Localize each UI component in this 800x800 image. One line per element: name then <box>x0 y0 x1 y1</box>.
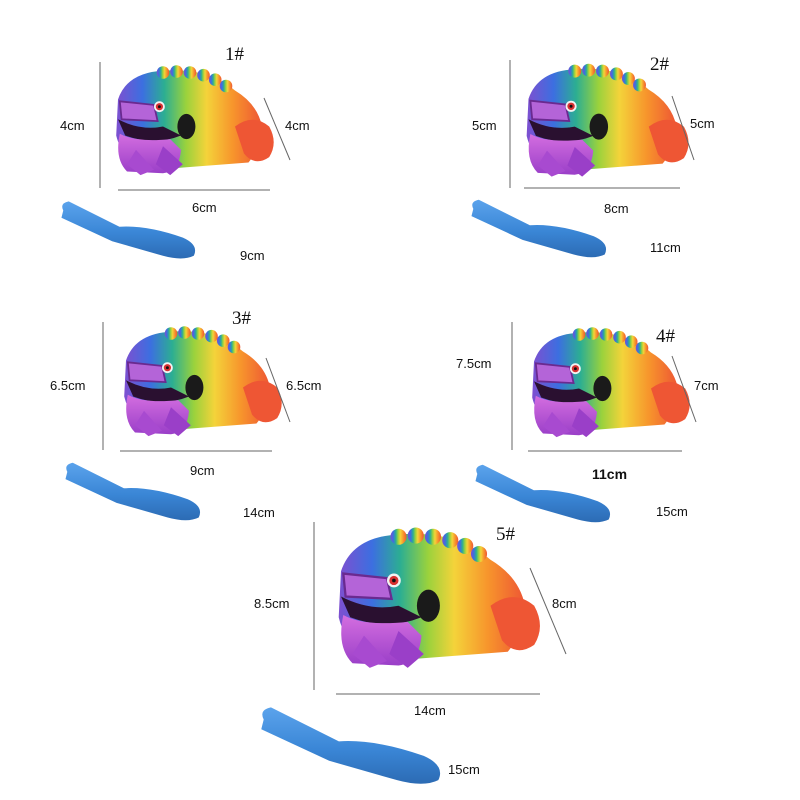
frog-image-1 <box>100 52 280 192</box>
stick-length-label-3: 14cm <box>243 505 275 520</box>
length-dimension-line-3 <box>120 450 272 452</box>
depth-label-3: 6.5cm <box>286 378 322 393</box>
frog-image-3 <box>108 312 288 454</box>
stick-length-label-1: 9cm <box>240 248 265 263</box>
length-dimension-line-1 <box>118 189 270 191</box>
height-label-2: 5cm <box>472 118 497 133</box>
length-dimension-line-5 <box>336 693 540 695</box>
length-label-5: 14cm <box>414 703 446 718</box>
length-label-1: 6cm <box>192 200 217 215</box>
length-dimension-line-4 <box>528 450 682 452</box>
depth-dimension-line-3 <box>265 357 291 423</box>
height-dimension-line-5 <box>313 522 315 690</box>
height-dimension-line-2 <box>509 60 511 188</box>
length-label-4: 11cm <box>592 466 628 482</box>
length-label-2: 8cm <box>604 201 629 216</box>
height-label-4: 7.5cm <box>456 356 492 371</box>
mallet-stick-2 <box>466 190 612 266</box>
size-number-5: 5# <box>496 524 515 545</box>
size-number-3: 3# <box>232 308 251 329</box>
depth-dimension-line-4 <box>671 355 697 423</box>
depth-dimension-line-5 <box>529 567 567 655</box>
mallet-stick-3 <box>60 452 206 530</box>
size-number-1: 1# <box>225 44 244 65</box>
depth-dimension-line-2 <box>671 95 695 161</box>
depth-label-5: 8cm <box>552 596 577 611</box>
size-number-4: 4# <box>656 326 675 347</box>
depth-label-4: 7cm <box>694 378 719 393</box>
depth-dimension-line-1 <box>263 97 291 161</box>
stick-length-label-2: 11cm <box>650 240 681 255</box>
stick-length-label-5: 15cm <box>448 762 480 777</box>
size-number-2: 2# <box>650 54 669 75</box>
mallet-stick-5 <box>254 698 448 792</box>
height-label-5: 8.5cm <box>254 596 290 611</box>
height-label-1: 4cm <box>60 118 85 133</box>
stick-length-label-4: 15cm <box>656 504 688 519</box>
height-label-3: 6.5cm <box>50 378 86 393</box>
length-dimension-line-2 <box>524 187 680 189</box>
mallet-stick-1 <box>56 192 201 267</box>
depth-label-2: 5cm <box>690 116 715 131</box>
depth-label-1: 4cm <box>285 118 310 133</box>
height-dimension-line-4 <box>511 322 513 450</box>
height-dimension-line-3 <box>102 322 104 450</box>
height-dimension-line-1 <box>99 62 101 188</box>
length-label-3: 9cm <box>190 463 215 478</box>
